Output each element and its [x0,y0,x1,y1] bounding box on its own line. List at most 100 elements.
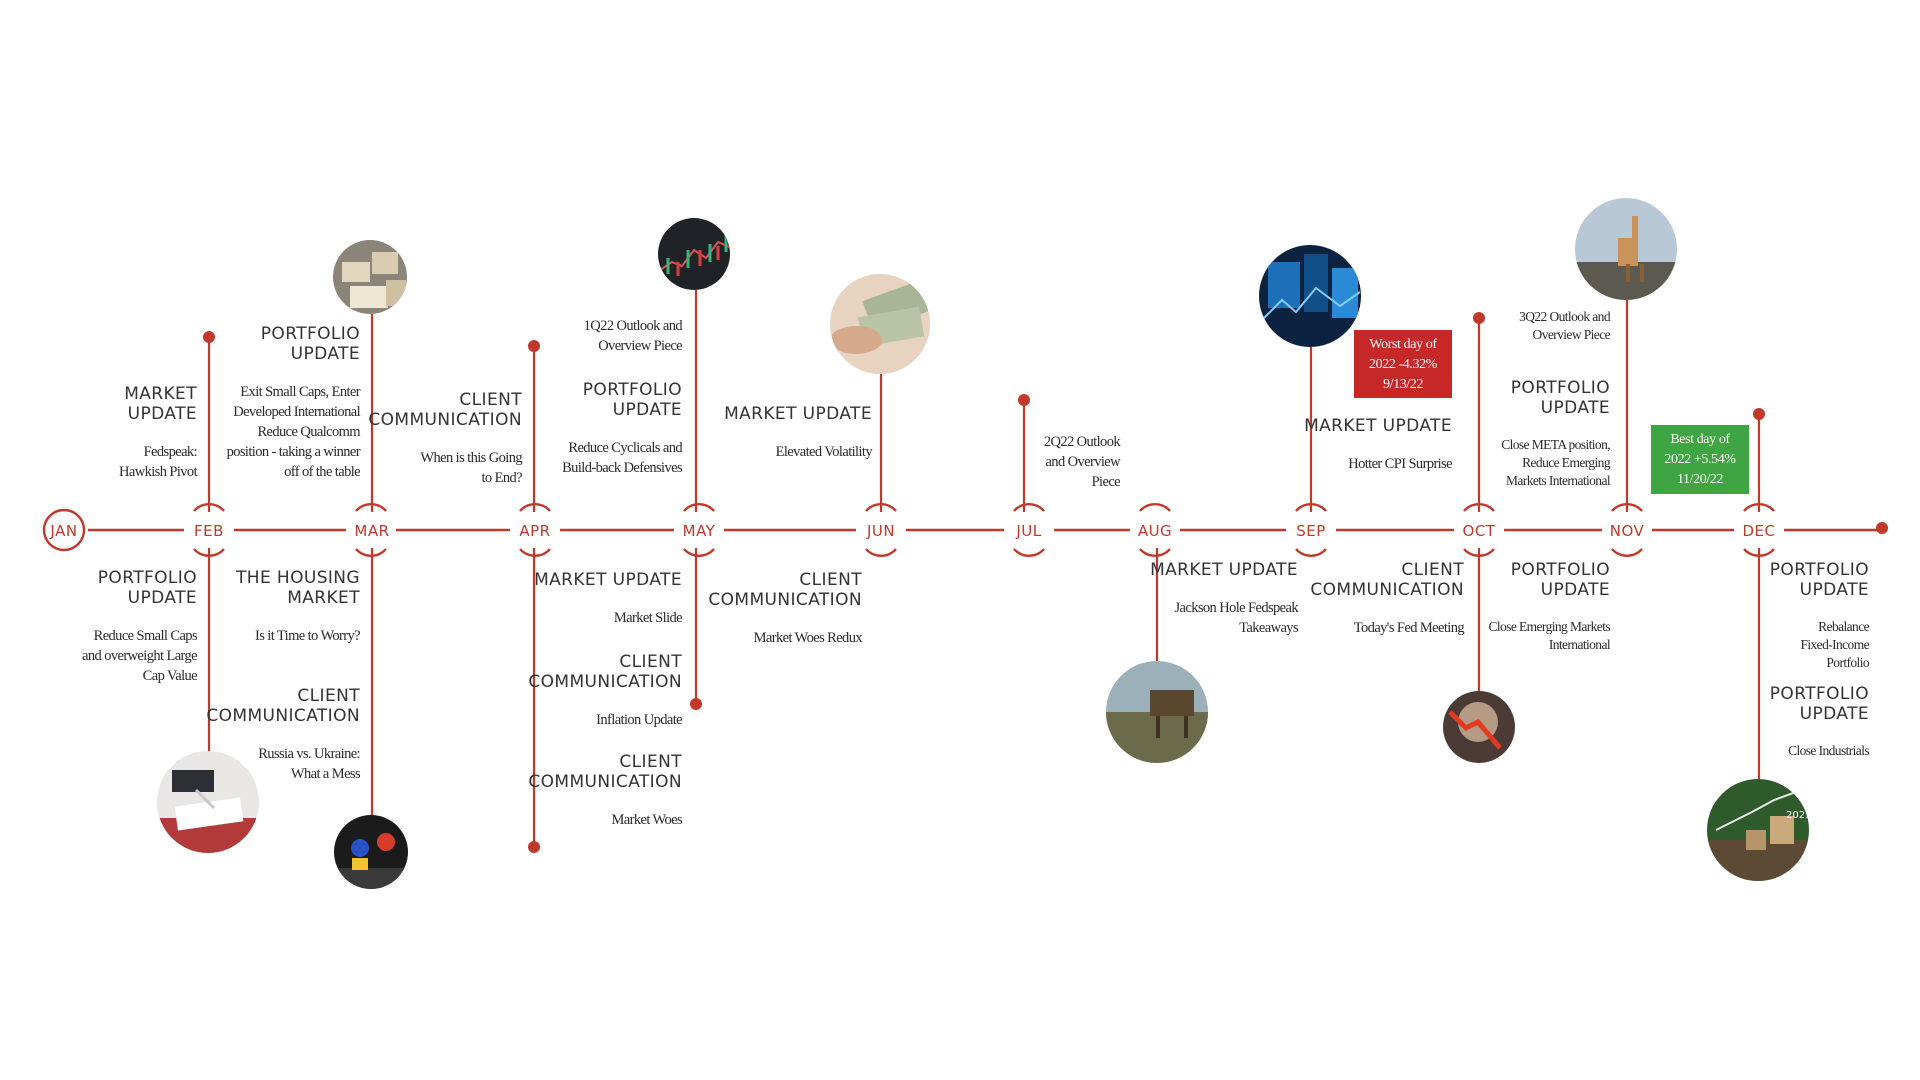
event-heading: PORTFOLIO UPDATE [1769,560,1869,600]
event-text: Inflation Update [596,712,682,728]
event-text: Rebalance Fixed-Income Portfolio [1800,619,1869,670]
event-text: Hotter CPI Surprise [1348,456,1452,472]
event-may-top: PORTFOLIO UPDATE Reduce Cyclicals and Bu… [432,380,682,498]
photo-cash [830,274,930,374]
event-mar-bottom-client: CLIENT COMMUNICATION Russia vs. Ukraine:… [110,686,360,804]
event-heading: MARKET UPDATE [724,404,872,424]
month-label-aug: AUG [1138,522,1172,540]
photo-giraffe [1575,198,1677,300]
best-day-callout: Best day of 2022 +5.54% 11/20/22 [1651,425,1749,494]
event-heading: MARKET UPDATE [1150,560,1298,580]
event-feb-bottom: PORTFOLIO UPDATE Reduce Small Caps and o… [0,568,198,706]
month-label-jan: JAN [49,522,77,540]
event-heading: CLIENT COMMUNICATION [368,390,522,430]
event-text: Is it Time to Worry? [255,628,361,644]
event-dot-jul [1018,394,1030,406]
event-heading: MARKET UPDATE [124,384,197,424]
event-nov-top-outlook: 3Q22 Outlook and Overview Piece [1360,308,1611,364]
photo-dollar-decline [1443,691,1515,763]
event-mar-bottom-housing: THE HOUSING MARKET Is it Time to Worry? [110,568,361,666]
event-aug-bottom: MARKET UPDATE Jackson Hole Fedspeak Take… [1048,560,1299,658]
event-dot-oct [1473,312,1485,324]
event-text: Market Slide [613,610,683,626]
event-may-bottom-woes: CLIENT COMMUNICATION Market Woes [432,752,682,850]
timeline-end-dot [1876,522,1888,534]
event-oct-bottom: CLIENT COMMUNICATION Today's Fed Meeting [1214,560,1464,658]
event-heading: MARKET UPDATE [534,570,682,590]
month-label-oct: OCT [1463,522,1496,540]
worst-day-callout: Worst day of 2022 -4.32% 9/13/22 [1354,330,1452,398]
event-heading: PORTFOLIO UPDATE [97,568,197,608]
month-label-apr: APR [519,522,550,540]
event-nov-top: PORTFOLIO UPDATE Close META position, Re… [1360,378,1610,510]
event-jun-top: MARKET UPDATE Elevated Volatility [622,404,873,482]
event-heading: PORTFOLIO UPDATE [582,380,682,420]
event-sep-top: MARKET UPDATE Hotter CPI Surprise [1202,416,1453,494]
may-notch [683,503,715,557]
event-mar-top: PORTFOLIO UPDATE Exit Small Caps, Enter … [110,324,361,502]
event-text: When is this Going to End? [420,450,522,486]
event-dec-bottom-industrials: PORTFOLIO UPDATE Close Industrials [1619,684,1870,780]
event-heading: PORTFOLIO UPDATE [260,324,360,364]
event-dot-apr-top [528,340,540,352]
event-may-bottom-market: MARKET UPDATE Market Slide [432,570,683,648]
aug-notch [1139,503,1171,557]
month-label-nov: NOV [1610,522,1645,540]
event-heading: CLIENT COMMUNICATION [1310,560,1464,600]
month-label-sep: SEP [1296,522,1326,540]
event-text: Reduce Small Caps and overweight Large C… [82,628,198,684]
event-text: 1Q22 Outlook and Overview Piece [583,318,683,354]
month-label-jul: JUL [1015,522,1041,540]
month-label-feb: FEB [194,522,224,540]
event-text: 2Q22 Outlook and Overview Piece [1043,434,1121,490]
event-text: Close Industrials [1788,743,1870,758]
event-dot-may-bottom [690,698,702,710]
event-apr-top: CLIENT COMMUNICATION When is this Going … [272,390,522,508]
event-nov-bottom: PORTFOLIO UPDATE Close Emerging Markets … [1360,560,1610,674]
photo-stock-chart [658,218,730,290]
photo-boxes [333,240,407,314]
photo-market-screens [1259,245,1361,347]
event-heading: THE HOUSING MARKET [235,568,360,608]
event-text: Fedspeak: Hawkish Pivot [119,444,198,480]
event-connectors [207,290,1761,847]
event-text: Exit Small Caps, Enter Developed Interna… [226,384,361,480]
event-text: Market Woes [611,812,683,828]
jan-ring [42,508,86,552]
photo-2023-growth: 2023 [1707,779,1811,881]
event-dot-dec [1753,408,1765,420]
event-text: 3Q22 Outlook and Overview Piece [1519,309,1611,342]
event-may-bottom-inflation: CLIENT COMMUNICATION Inflation Update [432,652,682,750]
event-heading: MARKET UPDATE [1304,416,1452,436]
event-may-top-outlook: 1Q22 Outlook and Overview Piece [432,316,683,376]
event-heading: PORTFOLIO UPDATE [1510,560,1610,600]
event-text: Close META position, Reduce Emerging Mar… [1501,437,1610,488]
event-jun-bottom: CLIENT COMMUNICATION Market Woes Redux [612,570,862,668]
event-dec-bottom-rebalance: PORTFOLIO UPDATE Rebalance Fixed-Income … [1619,560,1870,692]
event-jul-top: 2Q22 Outlook and Overview Piece [870,432,1121,512]
event-heading: CLIENT COMMUNICATION [528,752,682,792]
event-text: Close Emerging Markets International [1488,619,1610,652]
event-text: Jackson Hole Fedspeak Takeaways [1174,600,1298,636]
event-dot-feb [203,331,215,343]
event-heading: CLIENT COMMUNICATION [206,686,360,726]
photo-chess-pieces [334,815,408,889]
month-label-dec: DEC [1742,522,1775,540]
event-feb-top: MARKET UPDATE Fedspeak: Hawkish Pivot [0,384,198,502]
photo-landscape-sign [1106,661,1208,763]
month-label-jun: JUN [866,522,895,540]
event-text: Reduce Cyclicals and Build-back Defensiv… [562,440,682,476]
event-text: Today's Fed Meeting [1353,620,1465,636]
event-text: Market Woes Redux [753,630,863,646]
event-heading: CLIENT COMMUNICATION [708,570,862,610]
event-text: Russia vs. Ukraine: What a Mess [258,746,360,782]
month-label-mar: MAR [354,522,389,540]
svg-text:2023: 2023 [1786,810,1811,821]
month-label-may: MAY [683,522,716,540]
event-heading: CLIENT COMMUNICATION [528,652,682,692]
event-text: Elevated Volatility [775,444,873,460]
event-heading: PORTFOLIO UPDATE [1769,684,1869,724]
event-dot-apr-bottom [528,841,540,853]
event-heading: PORTFOLIO UPDATE [1510,378,1610,418]
